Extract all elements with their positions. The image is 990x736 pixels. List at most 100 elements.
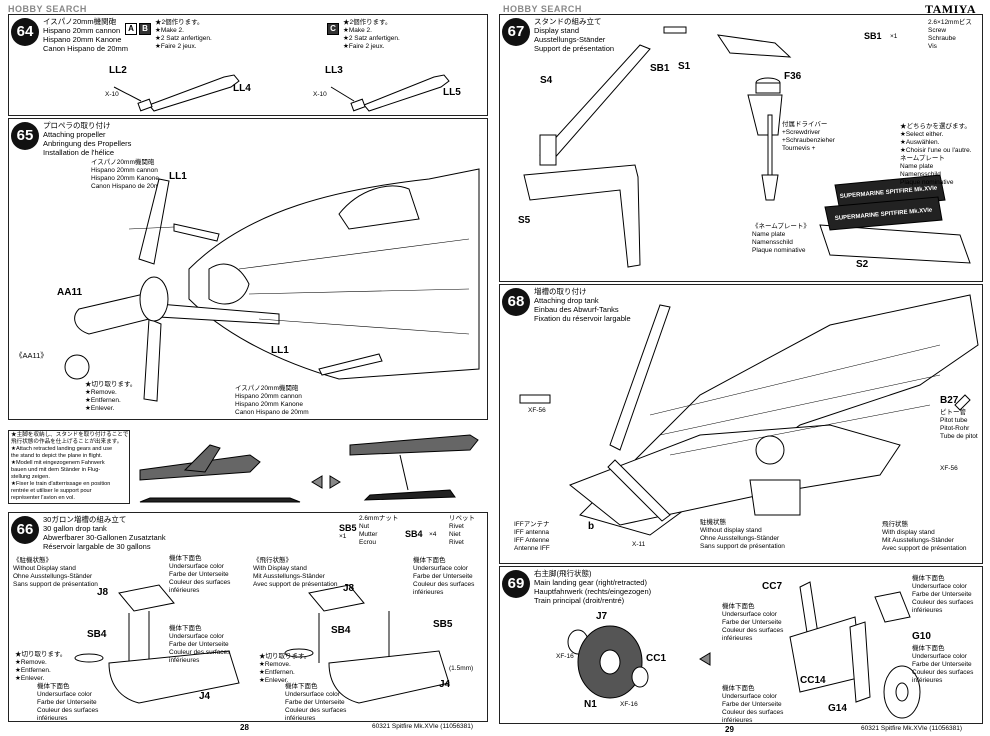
part-b: b: [588, 521, 595, 532]
nameplate-label-2: 《ネームプレート》 Name plate Namensschild Plaque…: [752, 223, 810, 254]
page-number: 28: [240, 723, 249, 732]
step-69-panel: 69 右主脚(飛行状態) Main landing gear (right/re…: [499, 566, 983, 724]
screwdriver-note: 付属ドライバー +Screwdriver +Schraubenzieher To…: [782, 121, 835, 152]
part-ll1-bottom: LL1: [271, 345, 289, 356]
part-ll3: LL3: [325, 65, 343, 76]
part-sb4: SB4: [405, 529, 423, 539]
step-67-panel: 67 スタンドの組み立て Display stand Ausstellungs-…: [499, 14, 983, 282]
paint-xf16-b: XF-16: [620, 701, 638, 708]
right-page: HOBBY SEARCH TAMIYA 67 スタンドの組み立て Display…: [495, 0, 990, 736]
undersurface-color-3: 機体下面色 Undersurface color Farbe der Unter…: [169, 625, 231, 664]
sb5-qty: ×1: [339, 533, 347, 540]
part-cc1: CC1: [646, 653, 667, 664]
part-s4: S4: [540, 75, 553, 86]
tamiya-brand: TAMIYA: [925, 2, 977, 16]
part-n1: N1: [584, 699, 597, 710]
hobby-search-logo: HOBBY SEARCH: [8, 4, 87, 14]
step-number: 66: [11, 516, 39, 544]
make-two-note-c: ★2個作ります。 ★Make 2. ★2 Satz anfertigen. ★F…: [343, 19, 400, 50]
sb5-desc: 2.6mmナット Nut Mutter Ecrou: [359, 515, 399, 546]
sb1-desc: 2.6×12mmビス Screw Schraube Vis: [928, 19, 972, 50]
part-aa11: AA11: [57, 287, 83, 298]
select-either-note: ★どちらかを選びます。 ★Select either. ★Auswählen. …: [900, 123, 972, 154]
step-title: イスパノ20mm機関砲 Hispano 20mm cannon Hispano …: [43, 17, 129, 53]
part-cc14: CC14: [800, 675, 826, 686]
iff-antenna-label: IFFアンテナ IFF antenna IFF Antenne Antenne …: [514, 521, 550, 552]
part-sb4-a: SB4: [87, 629, 107, 640]
drill-size: (1.5mm): [449, 665, 474, 672]
hobby-search-logo: HOBBY SEARCH: [503, 4, 582, 14]
part-j8-b: J8: [343, 583, 355, 594]
nameplate-label: ネームプレート Name plate Namensschild Plaque n…: [900, 155, 954, 186]
pitot-tube-label: ピトー管 Pitot tube Pitot-Rohr Tube de pitot: [940, 409, 978, 440]
part-sb4-b: SB4: [331, 625, 351, 636]
part-j7: J7: [596, 611, 608, 622]
remove-note-b: ★切り取ります。 ★Remove. ★Entfernen. ★Enlever.: [259, 653, 311, 684]
undersurface-color-2: 機体下面色 Undersurface color Farbe der Unter…: [912, 575, 974, 614]
undersurface-color-2: 機体下面色 Undersurface color Farbe der Unter…: [413, 557, 475, 596]
variant-b-badge: B: [139, 23, 151, 35]
drop-tank-diagram: [74, 584, 450, 704]
undersurface-color-4: 機体下面色 Undersurface color Farbe der Unter…: [37, 683, 99, 722]
step-number: 64: [11, 18, 39, 46]
undersurface-color-4: 機体下面色 Undersurface color Farbe der Unter…: [722, 685, 784, 724]
part-s2: S2: [856, 259, 869, 270]
part-sb1: SB1: [864, 31, 882, 41]
step-title: 右主脚(飛行状態) Main landing gear (right/retra…: [534, 569, 652, 605]
sb4-qty: ×4: [429, 531, 437, 538]
part-sb5-b: SB5: [433, 619, 453, 630]
step-title: 30ガロン増槽の組み立て 30 gallon drop tank Abwerfb…: [43, 515, 166, 551]
with-stand-label: 飛行状態 With display stand Mit Ausstellungs…: [882, 521, 967, 552]
part-g14: G14: [828, 703, 847, 714]
part-ll4: LL4: [233, 83, 251, 94]
step-65-panel: 65 プロペラの取り付け Attaching propeller Anbring…: [8, 118, 488, 420]
step-title: 増槽の取り付け Attaching drop tank Einbau des A…: [534, 287, 631, 323]
variant-a-badge: A: [125, 23, 137, 35]
part-s1: S1: [678, 61, 691, 72]
remove-note-a: ★切り取ります。 ★Remove. ★Entfernen. ★Enlever.: [15, 651, 67, 682]
undersurface-color-1: 機体下面色 Undersurface color Farbe der Unter…: [722, 603, 784, 642]
page-number: 29: [725, 725, 734, 734]
part-f36: F36: [784, 71, 802, 82]
without-stand-label: 《駐機状態》 Without Display stand Ohne Ausste…: [13, 557, 98, 588]
step-68-panel: 68 増槽の取り付け Attaching drop tank Einbau de…: [499, 284, 983, 564]
cannon-label-top: イスパノ20mm機関砲 Hispano 20mm cannon Hispano …: [91, 159, 165, 190]
landing-gear-diagram: [567, 581, 921, 719]
product-code: 60321 Spitfire Mk.XVIe (11056381): [861, 725, 963, 732]
part-ll1-top: LL1: [169, 171, 187, 182]
sb1-qty: ×1: [890, 33, 898, 40]
part-j8-a: J8: [97, 587, 109, 598]
paint-xf16-a: XF-16: [556, 653, 574, 660]
stand-diagram: SUPERMARINE SPITFIRE Mk.XVIe SUPERMARINE…: [523, 26, 971, 268]
product-code: 60321 Spitfire Mk.XVIe (11056381): [372, 723, 474, 730]
make-two-note: ★2個作ります。 ★Make 2. ★2 Satz anfertigen. ★F…: [155, 19, 212, 50]
paint-x10-c: X-10: [313, 91, 327, 98]
part-sb1-callout: SB1: [650, 63, 670, 74]
part-s5: S5: [518, 215, 531, 226]
undersurface-color-3: 機体下面色 Undersurface color Farbe der Unter…: [912, 645, 974, 684]
part-ll2: LL2: [109, 65, 127, 76]
paint-x11: X-11: [632, 541, 646, 548]
step-title: プロペラの取り付け Attaching propeller Anbringung…: [43, 121, 132, 157]
undersurface-color-1: 機体下面色 Undersurface color Farbe der Unter…: [169, 555, 231, 594]
flight-config-text: ★主脚を収納し、スタンドを取り付けることで 飛行状態の作品を仕上げることが出来ま…: [11, 432, 129, 501]
left-page: HOBBY SEARCH 64 イスパノ20mm機関砲 Hispano 20mm…: [8, 4, 488, 732]
variant-c-badge: C: [327, 23, 339, 35]
without-stand-label: 駐機状態 Without display stand Ohne Ausstell…: [700, 519, 785, 550]
part-ll5: LL5: [443, 87, 461, 98]
part-sb5: SB5: [339, 523, 357, 533]
with-stand-label: 《飛行状態》 With Display stand Mit Ausstellun…: [253, 557, 338, 588]
sb4-desc: リベット Rivet Niet Rivet: [449, 515, 475, 546]
step-number: 65: [11, 122, 39, 150]
flight-config-illustration: [139, 434, 479, 503]
paint-x10: X-10: [105, 91, 119, 98]
step-number: 68: [502, 288, 530, 316]
part-b27: B27: [940, 395, 959, 406]
part-g10: G10: [912, 631, 931, 642]
paint-xf56-b: XF-56: [940, 465, 958, 472]
step-title: スタンドの組み立て Display stand Ausstellungs-Stä…: [534, 17, 615, 53]
propeller-diagram: [64, 168, 480, 402]
cannon-diagram: [113, 74, 450, 112]
undersurface-color-5: 機体下面色 Undersurface color Farbe der Unter…: [285, 683, 347, 722]
paint-xf56-a: XF-56: [528, 407, 546, 414]
